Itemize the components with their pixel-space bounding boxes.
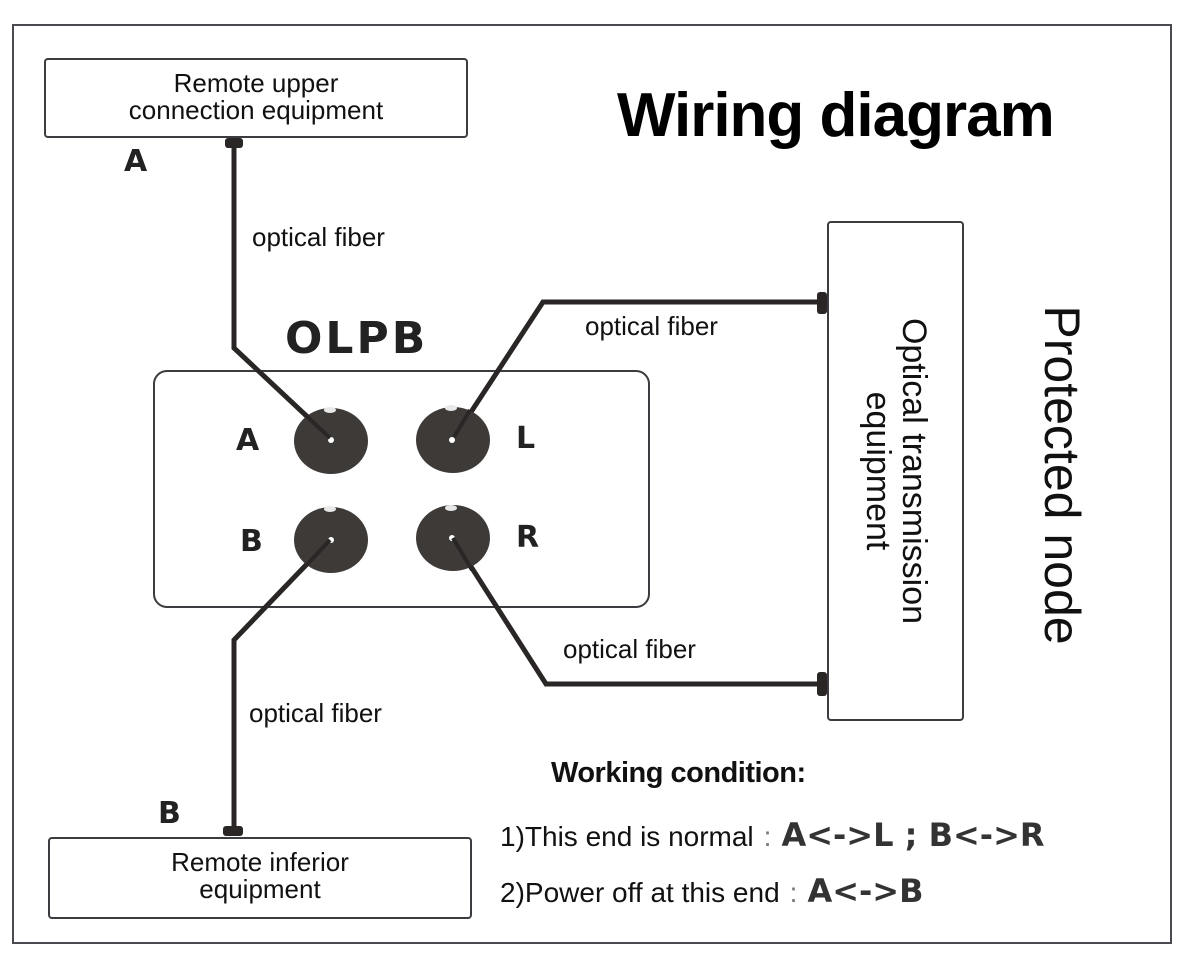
- fiber-label-top-left: optical fiber: [252, 222, 385, 252]
- fiber-label-bottom-right: optical fiber: [563, 634, 696, 664]
- diagram-frame: [12, 24, 1172, 944]
- remote-inferior-label-line2: equipment: [199, 874, 321, 904]
- connector-upper: [225, 138, 243, 148]
- upper-port-a-label: A: [124, 144, 148, 179]
- working-condition-row-2: 2)Power off at this end: A<->B: [500, 872, 924, 910]
- olpb-port-l-label: L: [516, 421, 536, 456]
- olpb-device-box: [153, 370, 650, 608]
- port-b: [294, 506, 368, 573]
- olpb-port-b-label: B: [240, 524, 263, 559]
- remote-inferior-equipment-box: Remote inferior equipment: [48, 837, 472, 919]
- remote-upper-equipment-box: Remote upper connection equipment: [44, 58, 468, 138]
- condition-separator: :: [763, 821, 772, 852]
- fiber-l-to-otn: [451, 299, 824, 440]
- connector-otn-top: [817, 292, 827, 314]
- remote-upper-label-line1: Remote upper: [173, 68, 339, 98]
- inferior-port-b-label: B: [158, 796, 181, 831]
- fiber-label-bottom-left: optical fiber: [249, 698, 382, 728]
- working-condition-title: Working condition:: [551, 757, 806, 789]
- olpb-port-a-label: A: [236, 423, 260, 458]
- condition-label: 1)This end is normal: [500, 821, 754, 852]
- fiber-b-to-inferior: [231, 538, 332, 834]
- remote-upper-label-line2: connection equipment: [128, 95, 384, 125]
- optical-transmission-equipment-box: Optical transmission equipment: [827, 221, 964, 721]
- fiber-r-to-otn: [451, 538, 824, 687]
- condition-label: 2)Power off at this end: [500, 877, 780, 908]
- condition-separator: :: [789, 877, 798, 908]
- connector-inferior: [223, 826, 243, 836]
- fiber-label-top-right: optical fiber: [585, 311, 718, 341]
- olpb-title: OLPB: [285, 313, 429, 364]
- remote-inferior-label-line1: Remote inferior: [171, 847, 349, 877]
- condition-mapping: A<->B: [807, 872, 924, 910]
- port-l: [416, 405, 490, 473]
- olpb-port-r-label: R: [516, 520, 540, 555]
- working-condition-row-1: 1)This end is normal: A<->L ; B<->R: [500, 816, 1045, 854]
- fiber-upper-to-a: [231, 140, 332, 440]
- port-a: [294, 407, 368, 474]
- diagram-title: Wiring diagram: [617, 81, 1055, 150]
- connector-otn-bottom: [817, 672, 827, 696]
- condition-mapping: A<->L ; B<->R: [781, 816, 1045, 854]
